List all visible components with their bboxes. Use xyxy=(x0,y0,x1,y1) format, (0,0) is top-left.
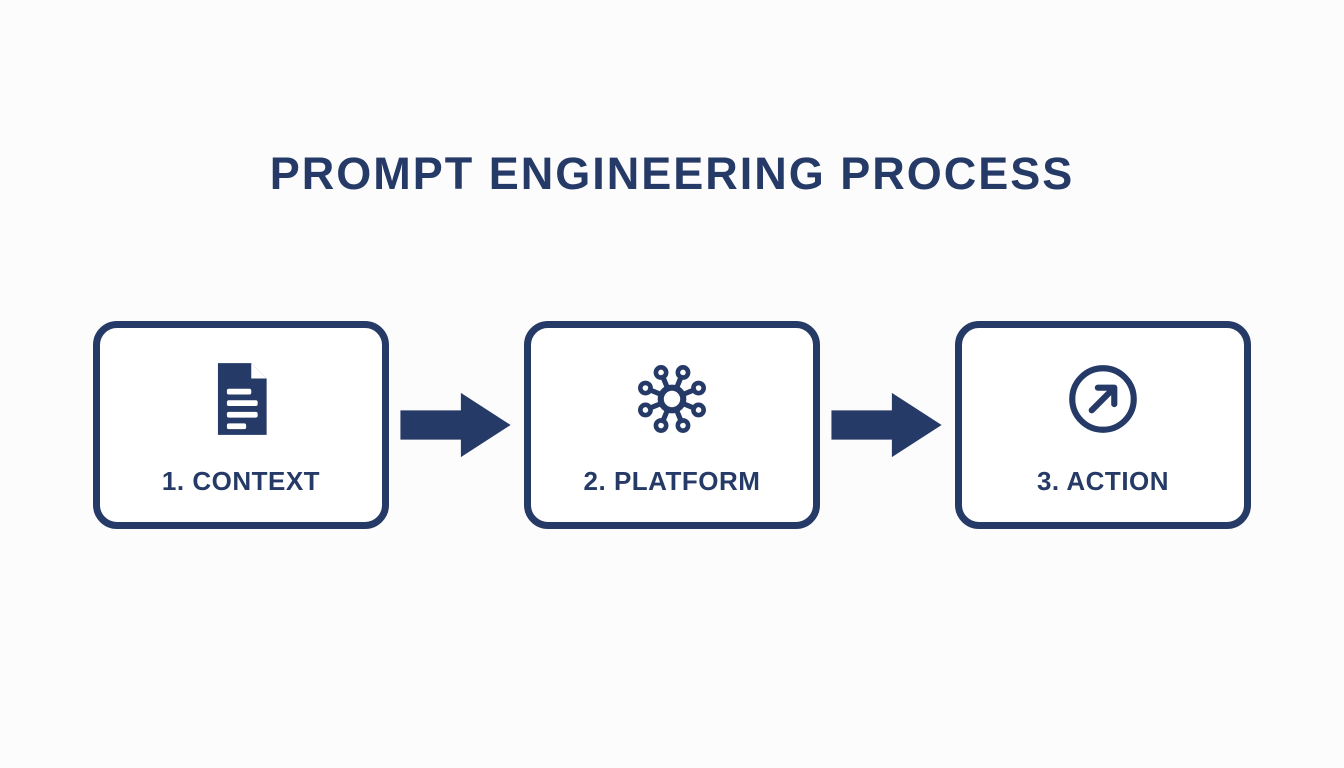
diagram-title: PROMPT ENGINEERING PROCESS xyxy=(269,148,1075,199)
flow-arrow-icon xyxy=(820,385,955,465)
arrow-up-right-circle-icon xyxy=(1062,358,1144,440)
process-flow: 1. CONTEXT xyxy=(0,321,1344,529)
step-label-action: 3. ACTION xyxy=(1036,465,1170,496)
flow-arrow-icon xyxy=(389,385,524,465)
document-icon xyxy=(200,358,282,440)
step-box-context: 1. CONTEXT xyxy=(93,321,389,529)
network-hub-icon xyxy=(631,358,713,440)
step-box-action: 3. ACTION xyxy=(955,321,1251,529)
step-box-platform: 2. PLATFORM xyxy=(524,321,820,529)
step-label-platform: 2. PLATFORM xyxy=(583,465,761,496)
step-label-context: 1. CONTEXT xyxy=(161,465,321,496)
